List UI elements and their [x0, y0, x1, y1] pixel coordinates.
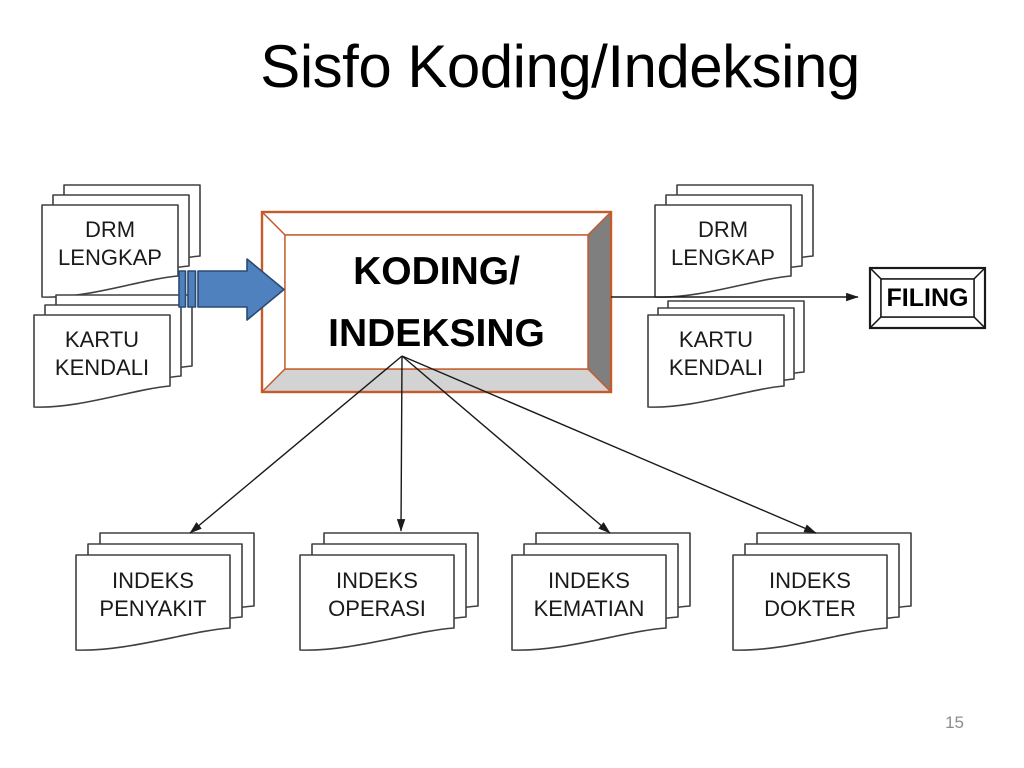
- right-kartu-stack: [647, 300, 805, 408]
- document-page: [732, 554, 888, 651]
- process-bevel-box: [260, 210, 613, 394]
- process-label: KODING/ INDEKSING: [328, 250, 545, 355]
- right-drm-stack: [654, 184, 814, 298]
- right-drm-label: DRM LENGKAP: [671, 217, 775, 270]
- document-page: [647, 314, 785, 408]
- filing-label: FILING: [886, 284, 969, 312]
- indeks-operasi-stack: [299, 532, 479, 651]
- document-page: [75, 554, 231, 651]
- bevel-right-face: [587, 211, 612, 393]
- document-page: [41, 204, 179, 298]
- indeks-kematian-stack: [511, 532, 691, 651]
- left-kartu-label: KARTU KENDALI: [54, 327, 150, 380]
- indeks-penyakit-stack: [75, 532, 255, 651]
- connector-to-indeks-kematian: [401, 355, 611, 534]
- connector-to-indeks-penyakit: [189, 355, 403, 534]
- filing-top-face: [869, 267, 986, 280]
- document-page: [33, 314, 171, 408]
- filing-outer-frame: [868, 266, 987, 330]
- filing-bottom-face: [869, 316, 986, 329]
- filing-inner-panel: [880, 278, 975, 318]
- document-page: [299, 554, 455, 651]
- striped-arrow: [178, 258, 285, 321]
- left-drm-stack: [41, 184, 201, 298]
- indeks-dokter-stack: [732, 532, 912, 651]
- indeks-operasi-label: INDEKS OPERASI: [328, 568, 426, 621]
- bevel-top-face: [261, 211, 612, 236]
- bevel-inner-panel: [284, 234, 589, 370]
- document-page: [511, 554, 667, 651]
- filing-bevel-box: [868, 266, 987, 330]
- indeks-penyakit-label: INDEKS PENYAKIT: [99, 568, 207, 621]
- left-kartu-stack: [33, 294, 193, 408]
- slide-title: Sisfo Koding/Indeksing: [260, 33, 860, 100]
- striped-arrow-head: [197, 258, 285, 321]
- indeks-kematian-label: INDEKS KEMATIAN: [533, 568, 645, 621]
- striped-arrow-bar: [178, 270, 187, 308]
- page-number: 15: [945, 713, 964, 732]
- left-drm-label: DRM LENGKAP: [58, 217, 162, 270]
- indeks-dokter-label: INDEKS DOKTER: [764, 568, 856, 621]
- bevel-bottom-face: [261, 368, 612, 393]
- connector-to-indeks-operasi: [396, 355, 406, 532]
- right-kartu-label: KARTU KENDALI: [668, 327, 764, 380]
- striped-arrow-bar: [187, 270, 197, 308]
- connector-to-indeks-dokter: [401, 355, 817, 534]
